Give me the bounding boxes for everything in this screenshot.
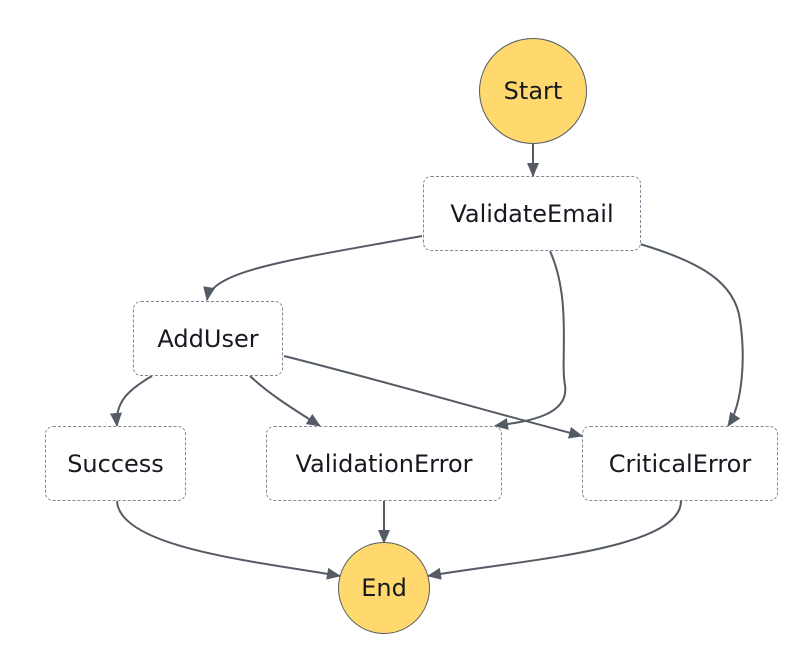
adduser-node[interactable]: AddUser <box>133 301 283 376</box>
edge-criticalerror-to-end <box>427 500 682 580</box>
start-node-label: Start <box>503 77 563 105</box>
end-node[interactable]: End <box>338 542 430 634</box>
edge-adduser-to-validationerror <box>249 375 321 427</box>
adduser-node-label: AddUser <box>157 324 259 353</box>
edge-success-to-end <box>116 499 341 580</box>
validateemail-node[interactable]: ValidateEmail <box>423 176 641 251</box>
edge-validateemail-to-adduser <box>203 235 423 301</box>
validateemail-node-label: ValidateEmail <box>450 199 614 228</box>
start-node[interactable]: Start <box>479 38 587 144</box>
edge-adduser-to-success <box>109 375 153 427</box>
edge-validateemail-to-criticalerror <box>639 243 744 427</box>
criticalerror-node[interactable]: CriticalError <box>582 426 778 501</box>
edge-adduser-to-criticalerror <box>283 355 583 439</box>
success-node-label: Success <box>67 449 164 478</box>
validationerror-node-label: ValidationError <box>295 449 473 478</box>
end-node-label: End <box>361 574 407 602</box>
edge-validateemail-to-validationerror <box>494 250 567 430</box>
criticalerror-node-label: CriticalError <box>608 449 752 478</box>
success-node[interactable]: Success <box>45 426 186 501</box>
validationerror-node[interactable]: ValidationError <box>266 426 502 501</box>
